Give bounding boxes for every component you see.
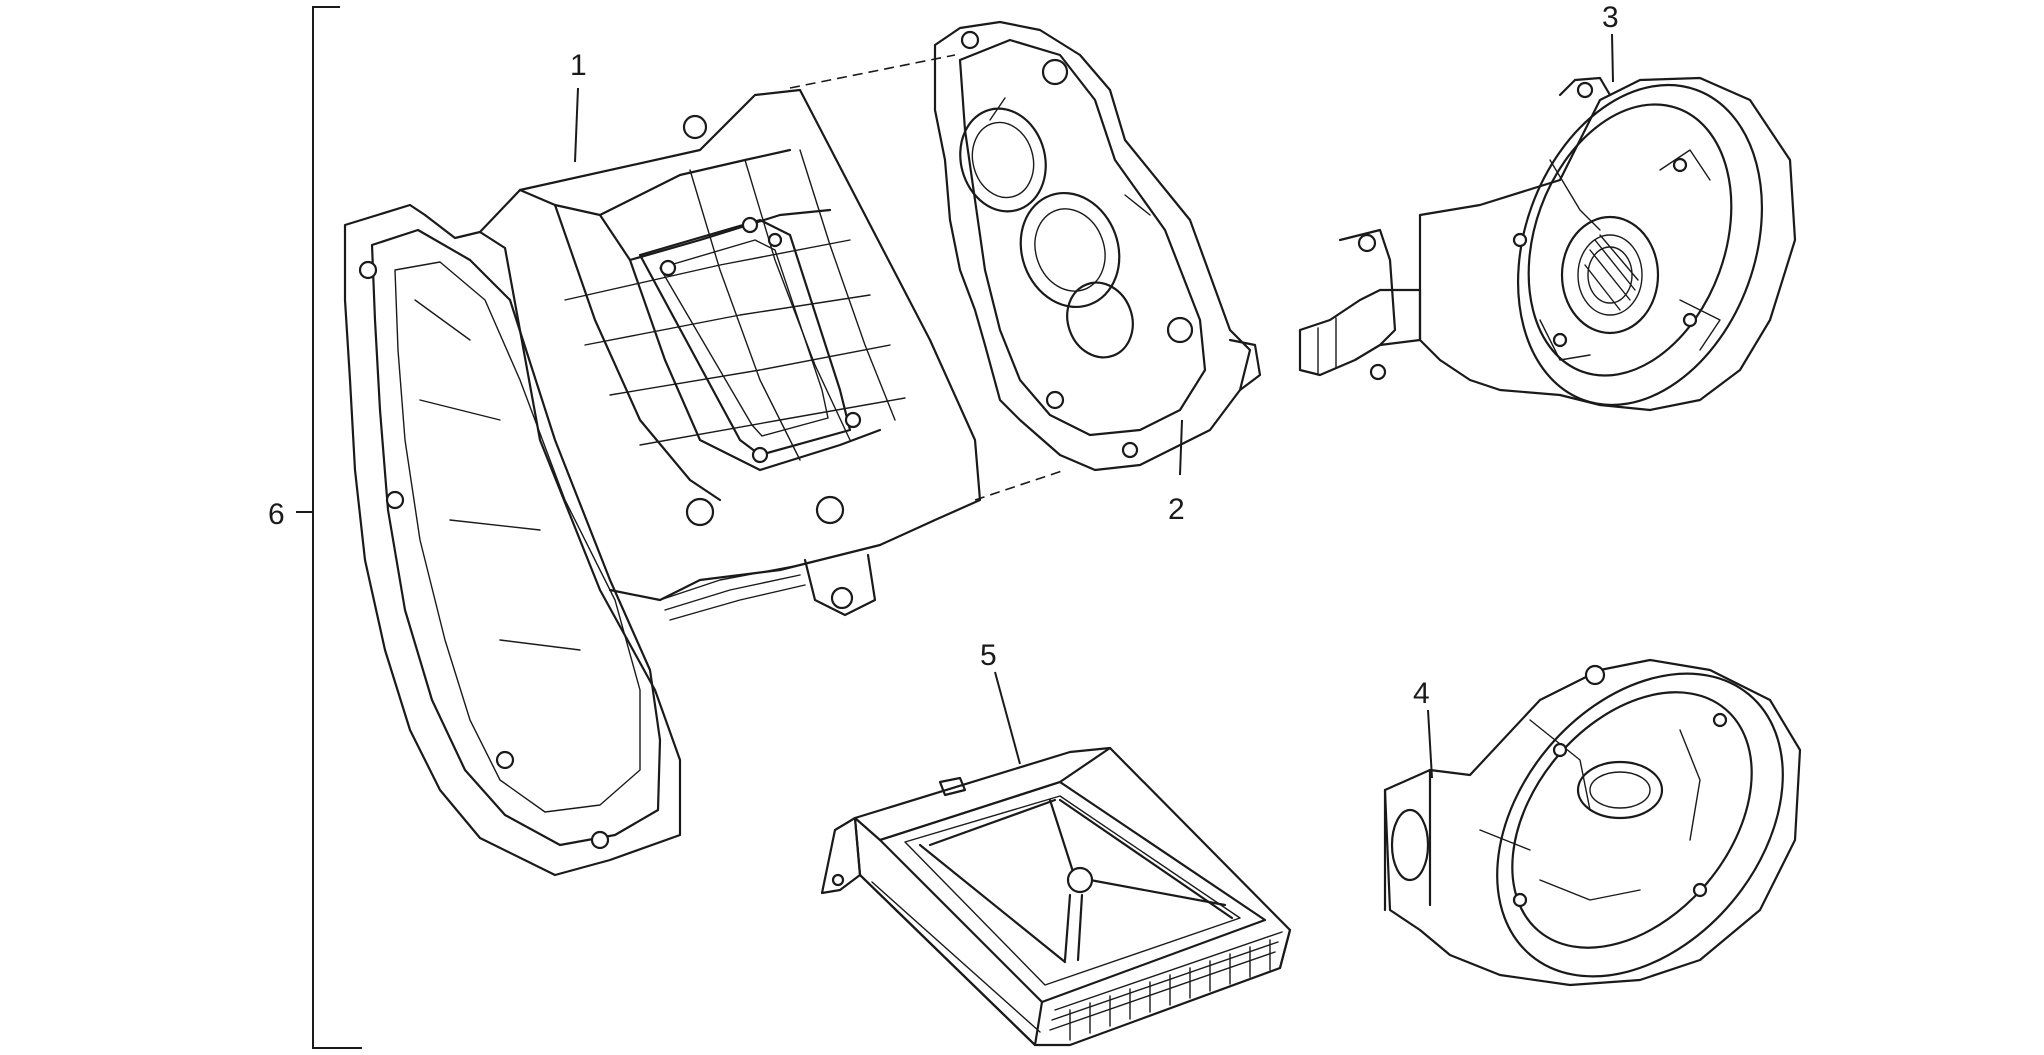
part-3-rear-cover xyxy=(1298,76,1797,412)
callout-4: 4 xyxy=(1413,677,1430,710)
callout-leaders xyxy=(574,33,1614,779)
part-5-control-module xyxy=(820,746,1292,1047)
callout-6: 6 xyxy=(268,498,285,531)
assembly-bracket xyxy=(296,6,362,1049)
callout-1: 1 xyxy=(570,49,587,82)
callout-5: 5 xyxy=(980,639,997,672)
callout-2: 2 xyxy=(1168,493,1185,526)
part-4-front-cover xyxy=(1383,658,1802,987)
part-2-intermediate-plate xyxy=(933,20,1262,472)
part-1-gearbox-housing xyxy=(343,88,982,877)
callout-3: 3 xyxy=(1602,1,1619,34)
